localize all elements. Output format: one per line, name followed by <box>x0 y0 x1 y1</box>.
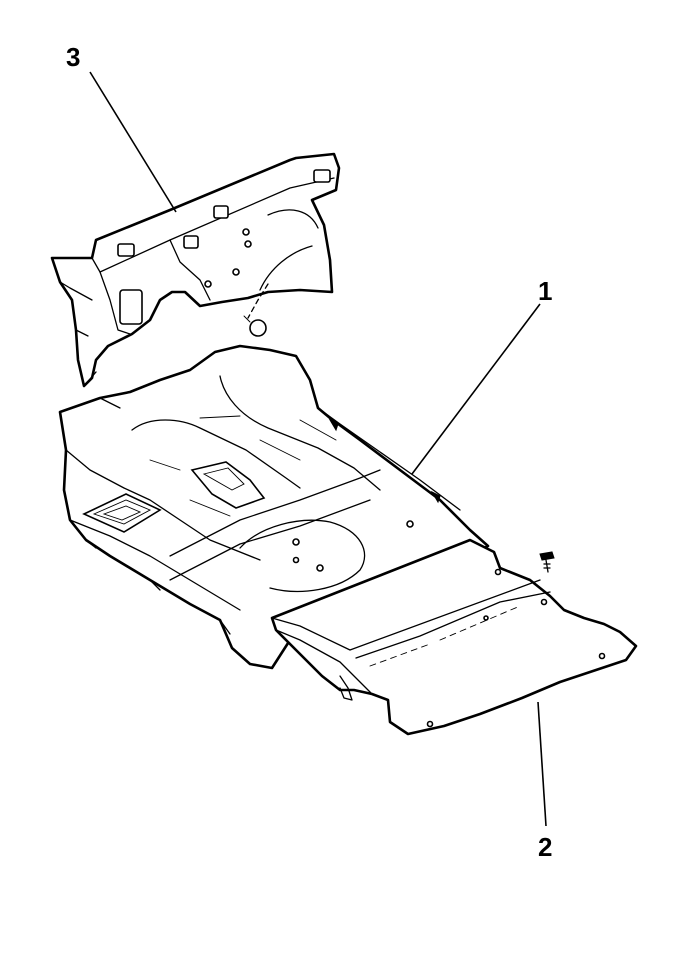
rear-panel-part <box>270 538 638 736</box>
rear-panel-hole-e <box>483 615 489 621</box>
screw-head <box>539 551 555 561</box>
carpet-tunnel-left <box>131 419 301 489</box>
dash-insulator-outline <box>50 152 341 388</box>
dash-opening-3 <box>183 235 199 249</box>
carpet-seat-line-2 <box>189 439 301 517</box>
rear-panel-dash-2 <box>439 605 521 641</box>
carpet-bottom-edge <box>85 539 231 635</box>
rear-panel-hole-b <box>540 598 548 606</box>
rear-panel-hole-a <box>494 568 502 576</box>
carpet-hole-c <box>292 556 300 564</box>
leader-line-3 <box>89 71 177 213</box>
shifter-cutout <box>190 461 266 509</box>
carpet-tunnel-right <box>219 375 381 491</box>
dash-opening-4 <box>213 205 229 219</box>
carpet-side-flange <box>69 407 461 611</box>
front-floor-mat <box>82 493 162 533</box>
retainer-pin <box>249 319 267 337</box>
shifter-cutout-inner <box>202 467 245 491</box>
rear-panel-bracket <box>339 675 353 701</box>
carpet-crossmember <box>169 469 381 581</box>
carpet-hole-d <box>406 520 414 528</box>
dash-hole-c <box>232 268 240 276</box>
carpet-seat-line-1 <box>149 415 337 471</box>
front-floor-mat-texture <box>92 499 152 525</box>
retainer-dash-line <box>247 283 269 319</box>
rear-panel-face-edge <box>271 579 541 695</box>
dash-opening-1 <box>119 289 143 325</box>
carpet-edge-tab-1 <box>328 418 339 432</box>
dash-left-flange <box>59 281 97 387</box>
carpet-front-step <box>65 397 261 561</box>
dash-opening-5 <box>313 169 331 183</box>
callout-label-2: 2 <box>538 832 552 862</box>
retainer-pin-stem <box>243 315 251 323</box>
rear-panel-seam <box>355 591 551 659</box>
callout-label-1: 1 <box>538 276 552 306</box>
carpet-edge-tab-2 <box>430 490 441 504</box>
leader-line-2 <box>537 701 547 827</box>
rear-panel-hole-d <box>426 720 434 728</box>
rear-panel-dash-1 <box>369 643 431 667</box>
carpet-rear-hump <box>239 519 366 593</box>
screw-shank <box>543 559 551 573</box>
rear-panel-hole-c <box>598 652 606 660</box>
leader-line-1 <box>411 303 541 475</box>
dash-insulator-fold <box>99 239 211 335</box>
dash-opening-2 <box>117 243 135 257</box>
dash-hole-b <box>244 240 252 248</box>
carpet-hole-a <box>292 538 300 546</box>
dash-insulator-part <box>50 152 341 388</box>
dash-hole-a <box>242 228 250 236</box>
carpet-hole-b <box>316 564 324 572</box>
dash-insulator-inner-curve <box>259 209 319 291</box>
callout-label-3: 3 <box>66 42 80 72</box>
dash-hole-d <box>204 280 212 288</box>
